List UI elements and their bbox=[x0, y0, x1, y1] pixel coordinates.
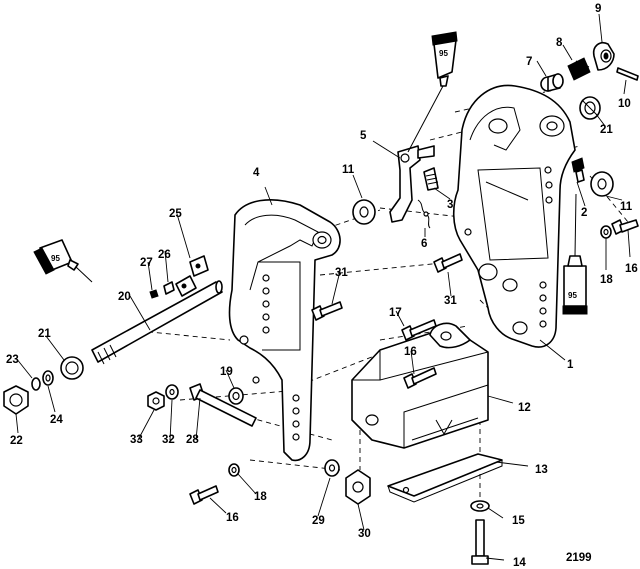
callout-15: 15 bbox=[512, 515, 525, 527]
lever-spring-6 bbox=[417, 199, 431, 229]
washer-23 bbox=[31, 377, 41, 391]
nut-19 bbox=[228, 387, 244, 405]
callout-30: 30 bbox=[358, 528, 371, 540]
bottom-plate bbox=[387, 453, 503, 503]
callout-23: 23 bbox=[6, 354, 19, 366]
callout-32: 32 bbox=[162, 434, 175, 446]
callout-3: 3 bbox=[447, 199, 453, 211]
bolt-31-left bbox=[311, 301, 343, 321]
left-clamp-bracket bbox=[228, 199, 341, 462]
nut-18-bottom bbox=[228, 463, 240, 477]
callout-26: 26 bbox=[158, 249, 171, 261]
callout-31-right: 31 bbox=[444, 295, 457, 307]
callout-11-right: 11 bbox=[620, 201, 633, 213]
callout-5: 5 bbox=[360, 130, 367, 142]
tube-label-left: 95 bbox=[51, 254, 60, 263]
left-bracket-holes bbox=[239, 274, 300, 441]
bolt-16-right bbox=[611, 219, 639, 235]
bolt-16-middle bbox=[403, 367, 437, 389]
callout-10: 10 bbox=[618, 98, 631, 110]
callout-13: 13 bbox=[535, 464, 548, 476]
washer-29 bbox=[324, 459, 340, 477]
washer-11-left bbox=[352, 199, 376, 225]
grease-fitting-2 bbox=[571, 157, 585, 183]
washer-32 bbox=[165, 384, 179, 400]
callout-21-left: 21 bbox=[38, 328, 51, 340]
callout-31-left: 31 bbox=[335, 267, 348, 279]
callout-19: 19 bbox=[220, 366, 233, 378]
bolt-17 bbox=[401, 319, 437, 341]
screw-3 bbox=[423, 167, 439, 191]
callout-9: 9 bbox=[595, 3, 601, 15]
transom-block bbox=[351, 322, 489, 449]
callout-1: 1 bbox=[567, 359, 574, 371]
callout-6: 6 bbox=[421, 238, 427, 250]
washer-11-right bbox=[590, 171, 614, 197]
washer-24 bbox=[42, 370, 54, 386]
callout-33: 33 bbox=[130, 434, 143, 446]
callout-leaders bbox=[15, 13, 631, 561]
grease-tube-top: 95 bbox=[407, 31, 458, 153]
clip-25 bbox=[175, 255, 209, 297]
nut-18-right bbox=[600, 225, 612, 239]
callout-28: 28 bbox=[186, 434, 199, 446]
callout-11-left: 11 bbox=[342, 164, 355, 176]
bracket-adjustment-holes bbox=[464, 166, 553, 328]
callout-27: 27 bbox=[140, 257, 153, 269]
callout-18-bottom: 18 bbox=[254, 491, 267, 503]
pin-10 bbox=[616, 67, 639, 81]
tilt-tube-20 bbox=[91, 280, 223, 365]
callout-16-middle: 16 bbox=[404, 346, 417, 358]
callout-22: 22 bbox=[10, 435, 23, 447]
screw-26 bbox=[163, 281, 175, 295]
callout-24: 24 bbox=[50, 414, 63, 426]
callout-25: 25 bbox=[169, 208, 182, 220]
bushing-7 bbox=[540, 73, 564, 92]
callout-8: 8 bbox=[556, 37, 563, 49]
tube-label-right: 95 bbox=[568, 291, 577, 300]
bolt-16-bottom bbox=[189, 485, 219, 505]
nut-30 bbox=[345, 469, 371, 505]
nut-21-right bbox=[579, 96, 601, 120]
nut-33 bbox=[147, 391, 165, 411]
callout-4: 4 bbox=[253, 167, 260, 179]
tilt-lever bbox=[389, 145, 435, 223]
spring-8 bbox=[567, 57, 591, 81]
callout-2: 2 bbox=[581, 207, 587, 219]
callout-14: 14 bbox=[513, 557, 526, 569]
drawing-number: 2199 bbox=[566, 552, 592, 564]
callout-7: 7 bbox=[526, 56, 532, 68]
callout-12: 12 bbox=[518, 402, 531, 414]
washer-15 bbox=[470, 500, 490, 512]
nut-21-left bbox=[60, 356, 84, 380]
callout-21-right: 21 bbox=[600, 124, 613, 136]
bolt-31-right bbox=[433, 253, 463, 273]
grease-tube-right: 95 bbox=[562, 193, 588, 315]
right-clamp-bracket bbox=[452, 84, 576, 348]
callout-29: 29 bbox=[312, 515, 325, 527]
callout-16-bottom: 16 bbox=[226, 512, 239, 524]
callout-18-right: 18 bbox=[600, 274, 613, 286]
tube-label-top: 95 bbox=[439, 49, 448, 58]
callout-17: 17 bbox=[389, 307, 402, 319]
callout-20: 20 bbox=[118, 291, 131, 303]
callout-16-right: 16 bbox=[625, 263, 638, 275]
grease-tube-left: 95 bbox=[33, 239, 93, 283]
bolt-28 bbox=[189, 383, 257, 427]
bolt-14 bbox=[471, 519, 489, 565]
screw-27 bbox=[149, 289, 159, 299]
callout-numbers: 1 2 3 4 5 6 7 8 9 10 11 11 12 13 14 15 1… bbox=[6, 3, 638, 569]
nut-22 bbox=[3, 385, 29, 415]
tilt-knob-9 bbox=[592, 41, 615, 71]
